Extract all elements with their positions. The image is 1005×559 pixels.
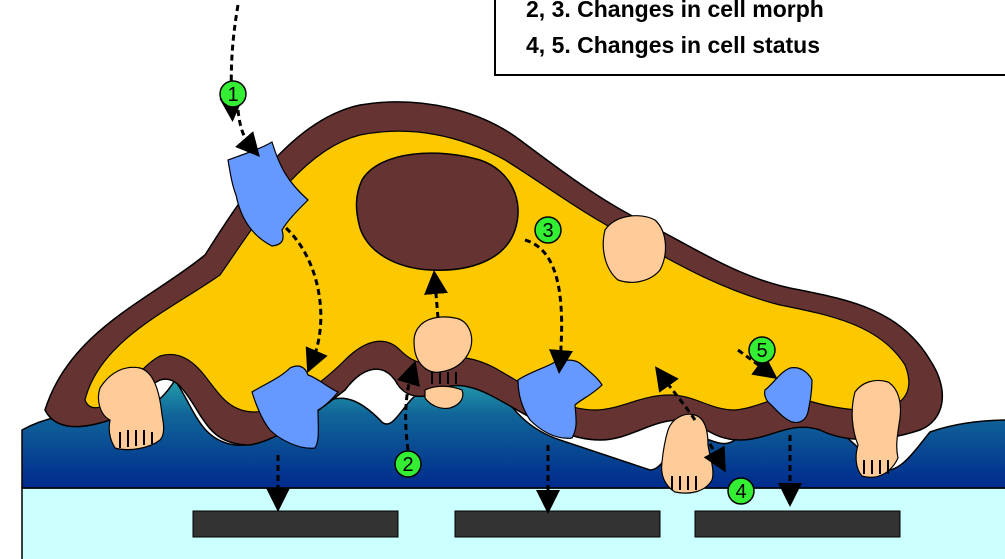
marker-5-label: 5	[756, 340, 767, 362]
legend-line-status: 4, 5. Changes in cell status	[526, 32, 820, 59]
marker-3-label: 3	[542, 220, 553, 242]
marker-3: 3	[535, 217, 561, 243]
substrate-pad-3	[695, 511, 900, 537]
marker-2: 2	[395, 451, 421, 477]
substrate-pad-1	[193, 511, 398, 537]
marker-2-label: 2	[402, 454, 413, 476]
marker-1: 1	[220, 81, 246, 107]
marker-1-label: 1	[227, 84, 238, 106]
substrate-pad-2	[455, 511, 660, 537]
marker-4-label: 4	[735, 481, 746, 503]
arrow-1-to-receptor	[238, 110, 252, 148]
legend-line-morphology: 2, 3. Changes in cell morph	[526, 0, 824, 23]
nucleus	[356, 153, 518, 270]
integrin-4	[603, 216, 665, 283]
legend-box: 2, 3. Changes in cell morph 4, 5. Change…	[494, 0, 1005, 76]
marker-4: 4	[728, 478, 754, 504]
marker-5: 5	[749, 337, 775, 363]
integrin-6	[852, 380, 900, 477]
